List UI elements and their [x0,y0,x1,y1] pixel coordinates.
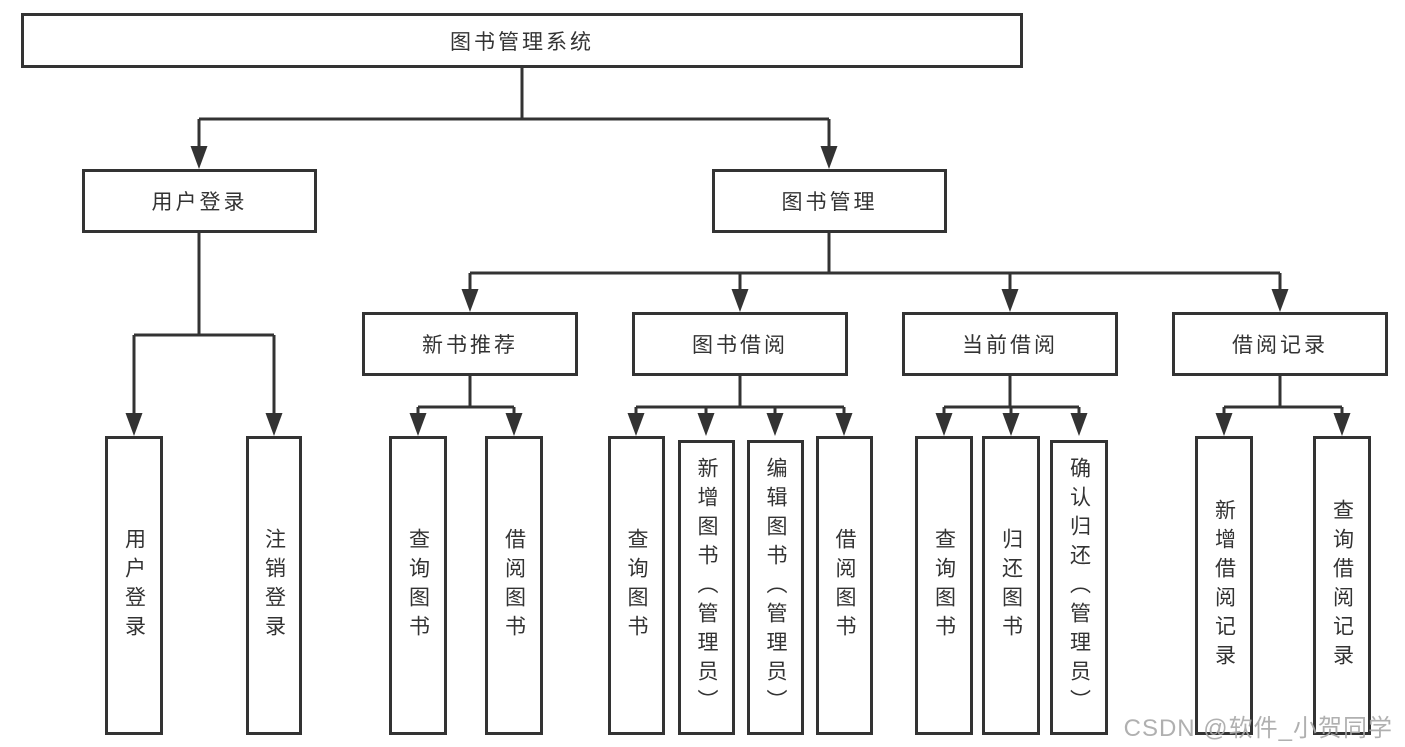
arrowhead [1215,413,1233,436]
leaf-borrow-books-recommend: 借阅图书 [485,436,543,735]
leaf-add-book-admin: 新增图书（管理员） [678,440,735,735]
node-current-borrow-label: 当前借阅 [962,334,1058,357]
watermark: CSDN @软件_小贺同学 [1123,715,1393,742]
arrowhead [935,413,953,436]
arrowhead [265,413,283,436]
arrowhead [1070,413,1088,436]
leaf-logout-label: 注销登录 [262,527,286,644]
node-borrow-records: 借阅记录 [1172,312,1388,376]
leaf-user-login-label: 用户登录 [122,527,146,644]
arrowhead [505,413,523,436]
node-borrow-records-label: 借阅记录 [1232,334,1328,357]
arrowhead [409,413,427,436]
node-user-login-label: 用户登录 [151,191,248,214]
arrowhead [1333,413,1351,436]
leaf-query-books-borrow-label: 查询图书 [625,527,648,644]
arrowhead [835,413,853,436]
node-book-management: 图书管理 [712,169,947,233]
node-root-label: 图书管理系统 [450,30,594,54]
leaf-query-books-current: 查询图书 [915,436,973,735]
arrowhead [190,146,208,169]
leaf-query-books-recommend: 查询图书 [389,436,447,735]
node-root: 图书管理系统 [21,13,1023,68]
arrowhead [125,413,143,436]
leaf-add-borrow-record-label: 新增借阅记录 [1212,498,1236,673]
arrowhead [627,413,645,436]
leaf-borrow-books-borrow-label: 借阅图书 [833,527,856,644]
connector-lines [132,68,1344,418]
leaf-query-borrow-record: 查询借阅记录 [1313,436,1371,735]
leaf-query-borrow-record-label: 查询借阅记录 [1330,498,1354,673]
leaf-add-book-admin-label: 新增图书（管理员） [695,457,718,718]
leaf-query-books-current-label: 查询图书 [932,527,956,644]
arrowhead [697,413,715,436]
node-book-borrow: 图书借阅 [632,312,848,376]
arrowhead [731,289,749,312]
leaf-return-book-label: 归还图书 [999,527,1023,644]
arrowhead [1002,413,1020,436]
leaf-borrow-books-borrow: 借阅图书 [816,436,873,735]
arrowhead [820,146,838,169]
leaf-edit-book-admin-label: 编辑图书（管理员） [764,457,787,718]
leaf-logout: 注销登录 [246,436,302,735]
arrowhead [461,289,479,312]
leaf-confirm-return-admin: 确认归还（管理员） [1050,440,1108,735]
node-new-book-recommend: 新书推荐 [362,312,578,376]
arrowhead [1001,289,1019,312]
leaf-confirm-return-admin-label: 确认归还（管理员） [1067,457,1091,718]
arrowheads [125,146,1351,436]
node-user-login: 用户登录 [82,169,317,233]
leaf-query-books-borrow: 查询图书 [608,436,665,735]
arrowhead [1271,289,1289,312]
leaf-user-login: 用户登录 [105,436,163,735]
leaf-query-books-recommend-label: 查询图书 [406,527,430,644]
node-book-borrow-label: 图书借阅 [692,334,788,357]
node-book-management-label: 图书管理 [781,191,878,214]
leaf-edit-book-admin: 编辑图书（管理员） [747,440,804,735]
arrowhead [766,413,784,436]
leaf-return-book: 归还图书 [982,436,1040,735]
leaf-borrow-books-recommend-label: 借阅图书 [502,527,526,644]
leaf-add-borrow-record: 新增借阅记录 [1195,436,1253,735]
node-current-borrow: 当前借阅 [902,312,1118,376]
node-new-book-recommend-label: 新书推荐 [422,334,518,357]
